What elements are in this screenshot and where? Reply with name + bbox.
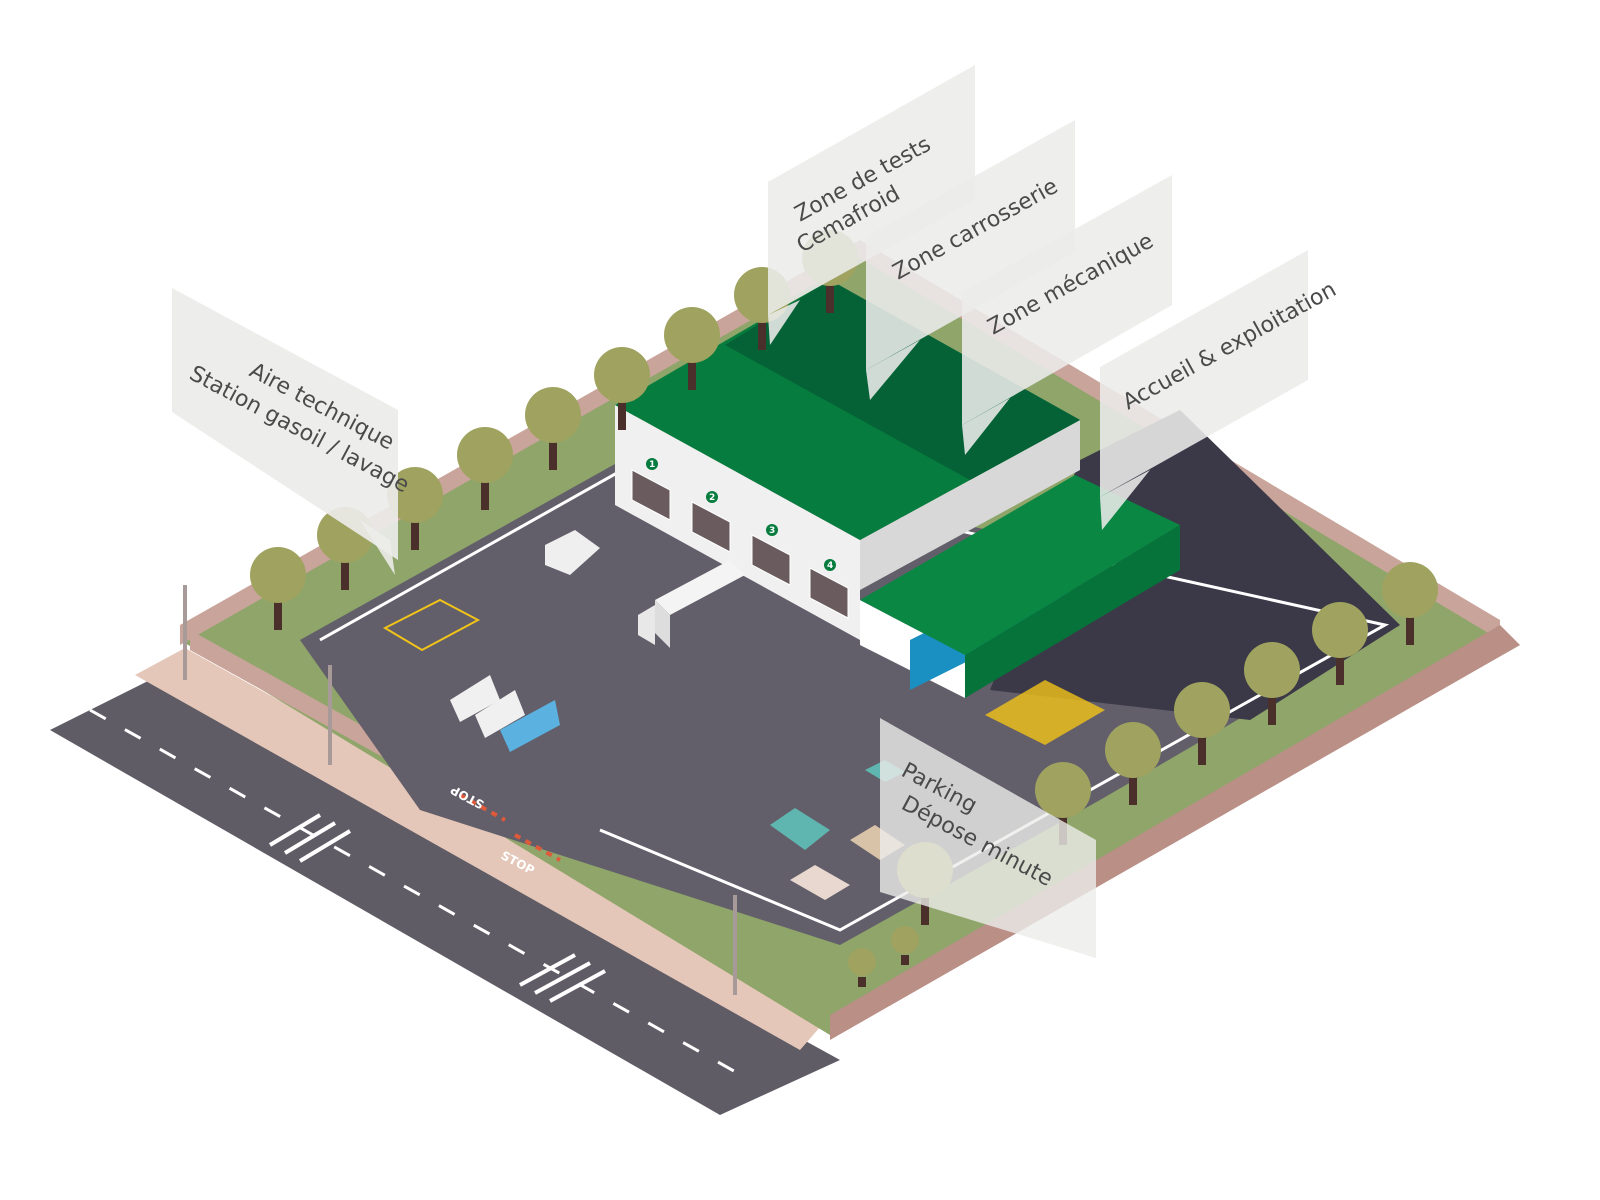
bay-number: 2	[709, 493, 715, 503]
label-aire-technique: Aire technique Station gasoil / lavage	[172, 288, 413, 575]
door-2	[691, 501, 731, 553]
tree	[1174, 682, 1230, 765]
crosswalks	[268, 813, 606, 1003]
door-1	[631, 469, 671, 521]
bay-numbers: 1 2 3 4	[646, 458, 836, 571]
building-side-wall	[860, 420, 1080, 590]
hatched-zone	[985, 680, 1105, 745]
front-fence-right	[830, 625, 1520, 1040]
road	[50, 680, 840, 1115]
yard-border-line	[319, 458, 1390, 932]
van	[545, 530, 600, 575]
tree	[1244, 642, 1300, 725]
tree	[250, 547, 306, 630]
parked-vans	[450, 675, 560, 752]
bay-number: 1	[649, 460, 655, 470]
tree	[1105, 722, 1161, 805]
tree	[848, 948, 876, 987]
bay-number: 3	[769, 526, 775, 536]
truck	[638, 560, 745, 648]
tree	[1382, 562, 1438, 645]
sidewalk	[135, 648, 835, 1050]
tree	[1312, 602, 1368, 685]
annex-roof	[860, 475, 1180, 655]
tree	[387, 467, 443, 550]
door-3	[751, 534, 791, 586]
door-4	[809, 567, 849, 619]
label-parking: Parking Dépose minute	[880, 718, 1096, 958]
trees	[250, 230, 1438, 987]
tree	[594, 347, 650, 430]
bay-number: 4	[827, 561, 833, 571]
tree	[664, 307, 720, 390]
building-front-wall	[615, 405, 860, 640]
road-dashes	[89, 708, 751, 1082]
main-roof-shade	[725, 280, 1080, 480]
loading-doors	[631, 469, 849, 619]
fuel-bay	[382, 598, 481, 652]
annex-side-wall	[965, 525, 1180, 698]
street-lamps	[183, 585, 737, 995]
tree	[457, 427, 513, 510]
tree	[525, 387, 581, 470]
tree	[891, 926, 919, 965]
